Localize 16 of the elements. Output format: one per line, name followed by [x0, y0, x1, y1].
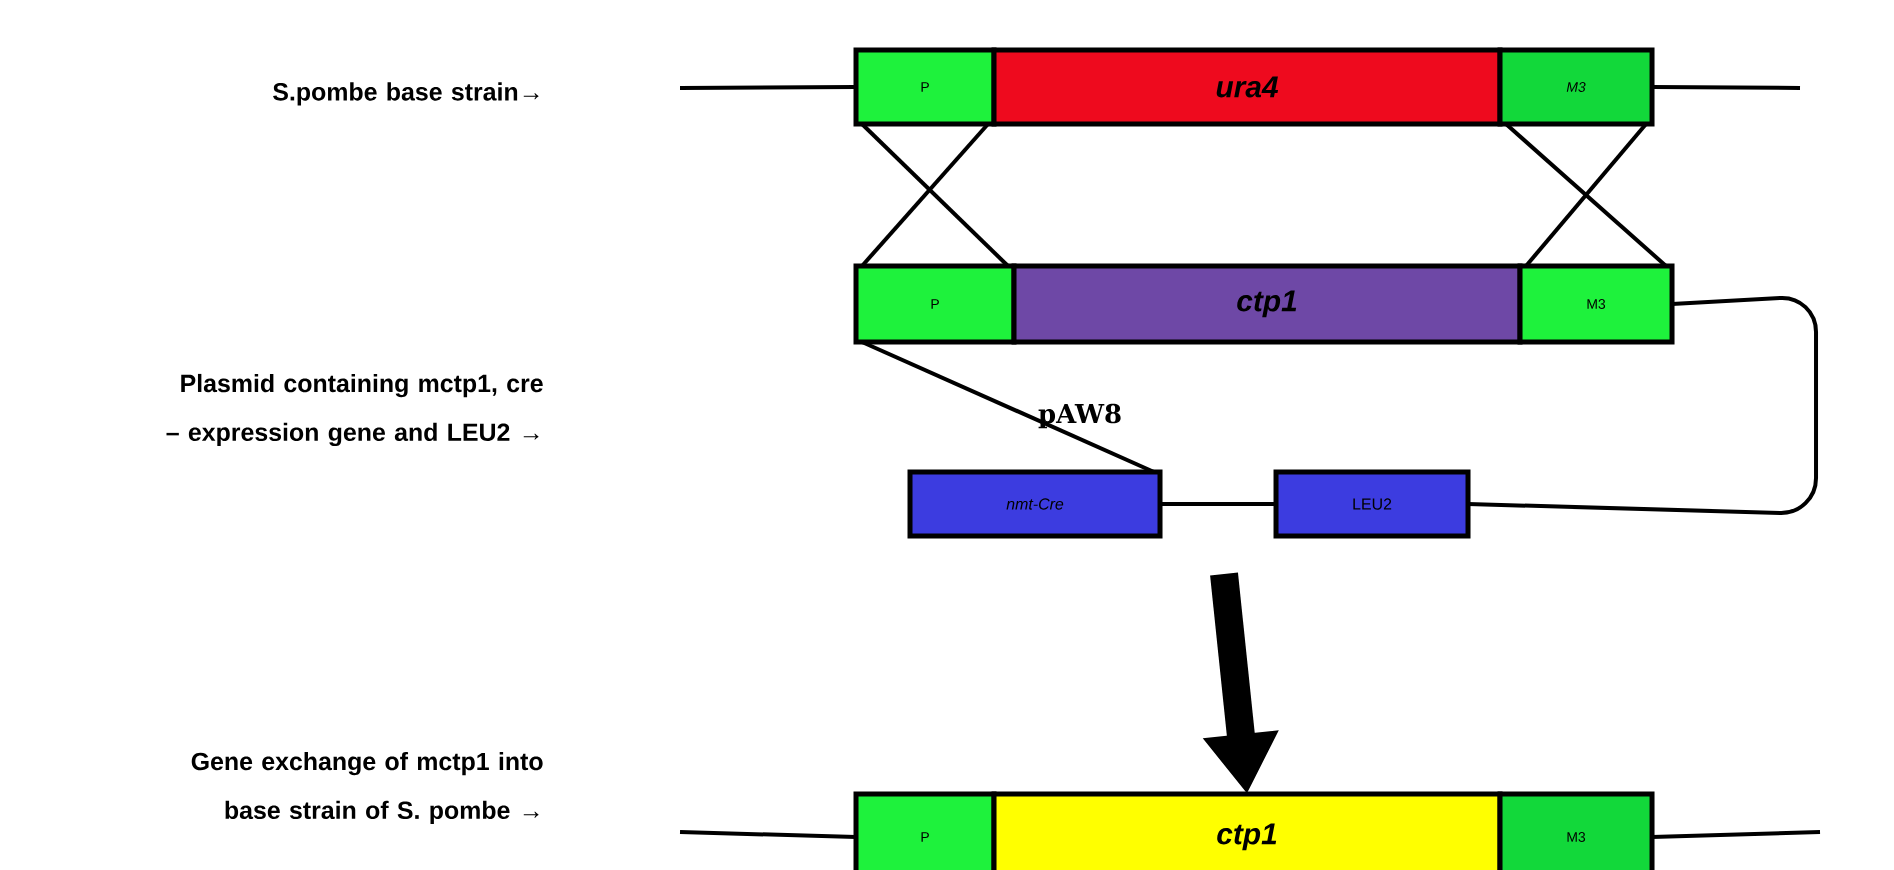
- crossover-line: [1504, 122, 1668, 268]
- gene-segment: ctp1: [991, 791, 1503, 870]
- crossover-line: [1524, 122, 1648, 268]
- dna-line: [1651, 830, 1821, 839]
- dna-line: [679, 830, 857, 839]
- plasmid-name: pAW8: [1038, 403, 1121, 429]
- side-note: Plasmid containing mctp1, cre – expression gene and LEU2 →: [166, 373, 543, 447]
- side-note: Gene exchange of mctp1 into base strain of S. pombe →: [191, 751, 543, 824]
- dna-line: [680, 85, 857, 90]
- gene-segment: ura4: [991, 47, 1503, 127]
- plasmid-line: [1467, 296, 1818, 515]
- crossover-line: [861, 340, 1155, 474]
- gene-segment: ctp1: [1011, 263, 1523, 345]
- side-note: S.pombe base strain→: [273, 82, 539, 106]
- plasmid-line: [1160, 502, 1276, 506]
- dna-line: [1652, 85, 1801, 90]
